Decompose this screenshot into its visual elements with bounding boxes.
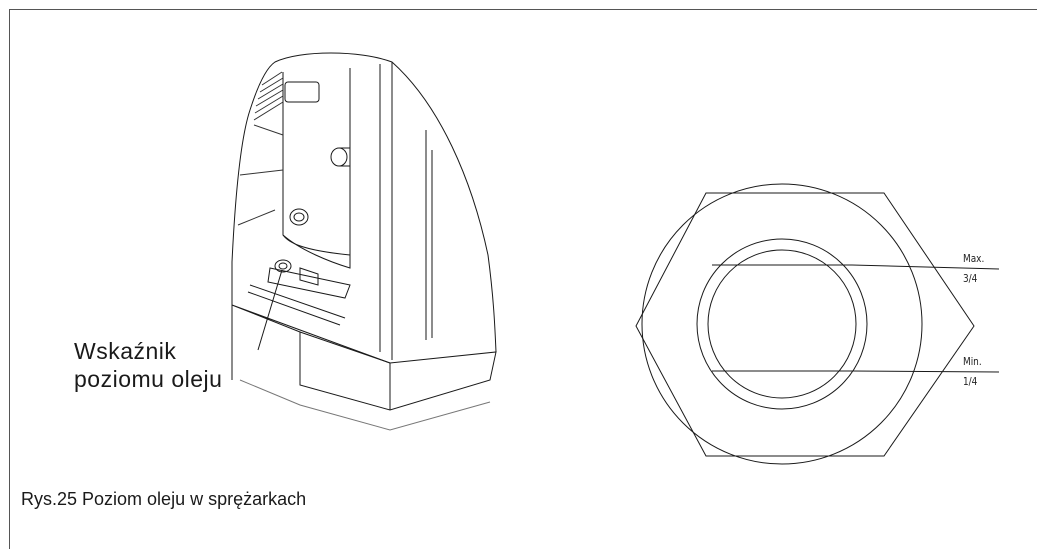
min-leader <box>851 370 1000 373</box>
oil-level-indicator <box>247 259 351 326</box>
min-fraction-label: 1/4 <box>963 376 978 388</box>
compressor-drawing <box>231 52 497 431</box>
receiver-tank <box>282 68 351 269</box>
hex-nut <box>635 192 975 457</box>
tank-fitting-top <box>284 81 320 103</box>
min-label: Min. <box>963 356 982 368</box>
max-fraction-label: 3/4 <box>963 273 978 285</box>
glass-ring-inner <box>707 249 857 399</box>
outer-ring <box>641 183 923 465</box>
pointer-label-line1: Wskaźnik <box>74 338 177 364</box>
compressor-housing <box>231 262 497 411</box>
tank-port <box>330 147 348 167</box>
oil-level-indicator-label: Wskaźnik poziomu oleju <box>74 337 222 393</box>
glass-ring-outer <box>696 238 868 410</box>
tank-drain-port <box>289 208 309 226</box>
sight-glass-detail <box>635 183 1000 465</box>
compressor-side-panel <box>379 62 433 360</box>
max-leader <box>851 264 1000 270</box>
figure-drawing <box>231 52 1000 465</box>
pointer-line <box>257 269 283 351</box>
figure-caption: Rys.25 Poziom oleju w sprężarkach <box>21 489 307 509</box>
compressor-cutaway-outline <box>231 52 497 380</box>
pointer-label-line2: poziomu oleju <box>74 366 223 392</box>
figure-frame <box>9 9 1037 549</box>
max-label: Max. <box>963 253 985 265</box>
cooler-fins <box>237 71 284 226</box>
